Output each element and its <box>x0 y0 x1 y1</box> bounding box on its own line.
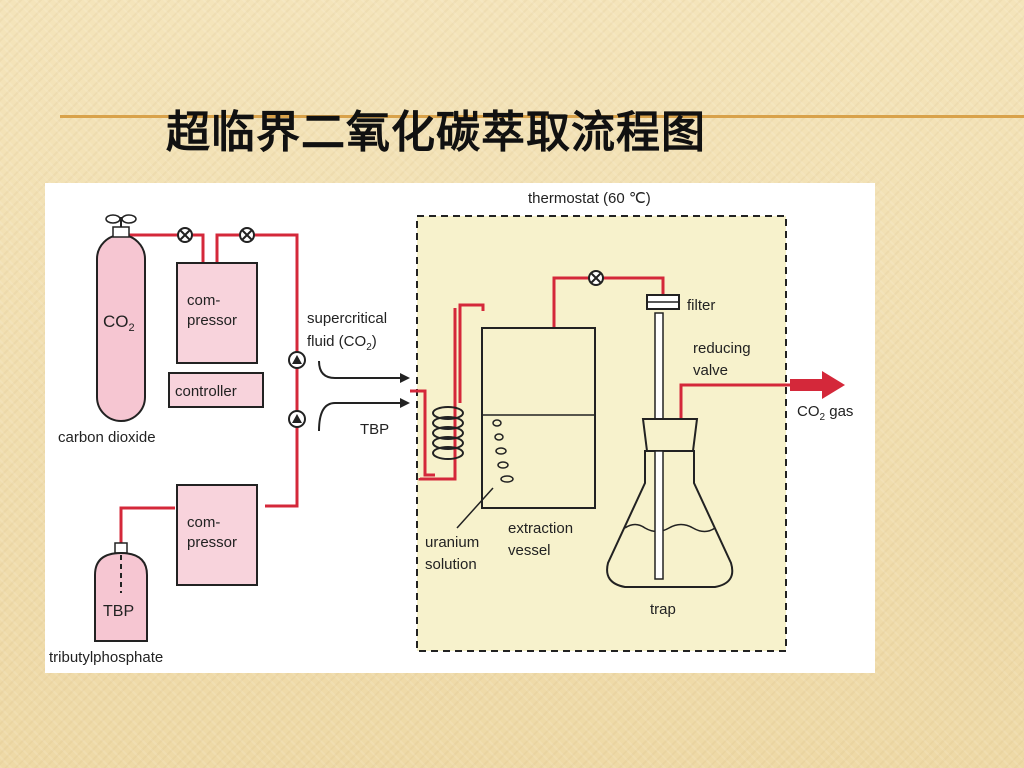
piping <box>119 233 790 543</box>
pipe-trap-exhaust <box>679 383 790 418</box>
co2-cylinder-label: CO2 <box>103 312 135 334</box>
pipe-compressor-to-valve2 <box>215 233 240 263</box>
lower-compressor-label-1: com- <box>187 514 220 531</box>
carbon-dioxide-label: carbon dioxide <box>58 429 156 446</box>
lower-compressor-label-2: pressor <box>187 534 237 551</box>
lower-compressor <box>176 484 258 586</box>
uranium-label-1: uranium <box>425 534 479 551</box>
uranium-label-2: solution <box>425 556 477 573</box>
pipe-coil-out <box>458 303 485 403</box>
extraction-vessel <box>481 327 596 509</box>
supercritical-label-2: fluid (CO2) <box>307 333 377 353</box>
trap-label: trap <box>650 601 676 618</box>
filter-label: filter <box>687 297 715 314</box>
title-underline <box>60 115 1024 118</box>
valve-2-icon <box>239 227 255 243</box>
pump-2-icon <box>288 410 306 428</box>
extraction-label-2: vessel <box>508 542 551 559</box>
process-diagram-svg: thermostat (60 ℃) CO2 <box>49 190 853 666</box>
uranium-pointer <box>456 487 494 529</box>
controller-box <box>168 372 264 408</box>
upper-compressor-label-2: pressor <box>187 312 237 329</box>
pipe-vessel-to-valve3 <box>552 276 590 328</box>
trap-dip-tube <box>654 450 664 580</box>
thermostat-label: thermostat (60 ℃) <box>528 190 651 207</box>
pipe-valve3-to-filter <box>602 276 665 295</box>
tbp-cylinder <box>94 542 148 642</box>
process-diagram: thermostat (60 ℃) CO2 <box>45 183 875 673</box>
valve-3-icon <box>588 270 604 286</box>
slide-title: 超临界二氧化碳萃取流程图 <box>166 107 706 158</box>
co2-gas-arrow <box>790 371 845 399</box>
pipe-main-vertical <box>253 233 299 508</box>
tbp-arrow <box>318 398 410 432</box>
pipe-tbp-to-compressor <box>119 506 175 543</box>
co2-gas-label: CO2 gas <box>797 403 853 423</box>
pipe-coil-bottom <box>418 308 457 481</box>
supercritical-label-1: supercritical <box>307 310 387 327</box>
controller-label: controller <box>175 383 237 400</box>
reducing-label-2: valve <box>693 362 728 379</box>
tbp-cylinder-label: TBP <box>103 603 134 620</box>
reducing-label-1: reducing <box>693 340 751 357</box>
upper-compressor-label-1: com- <box>187 292 220 309</box>
supercritical-arrow <box>318 360 410 383</box>
upper-compressor <box>176 262 258 364</box>
valve-1-icon <box>177 227 193 243</box>
trap-flask <box>606 418 734 588</box>
pump-1-icon <box>288 351 306 369</box>
vessel-bubbles <box>492 419 514 483</box>
trap-stopper <box>641 418 699 452</box>
tbp-feed-label: TBP <box>360 421 389 438</box>
extraction-label-1: extraction <box>508 520 573 537</box>
heating-coil <box>432 406 464 460</box>
pipe-into-coil <box>410 389 435 477</box>
pipe-valve1-to-compressor <box>191 233 205 263</box>
co2-cylinder <box>96 214 146 422</box>
filter-icon <box>646 294 680 310</box>
tributylphosphate-label: tributylphosphate <box>49 649 163 666</box>
